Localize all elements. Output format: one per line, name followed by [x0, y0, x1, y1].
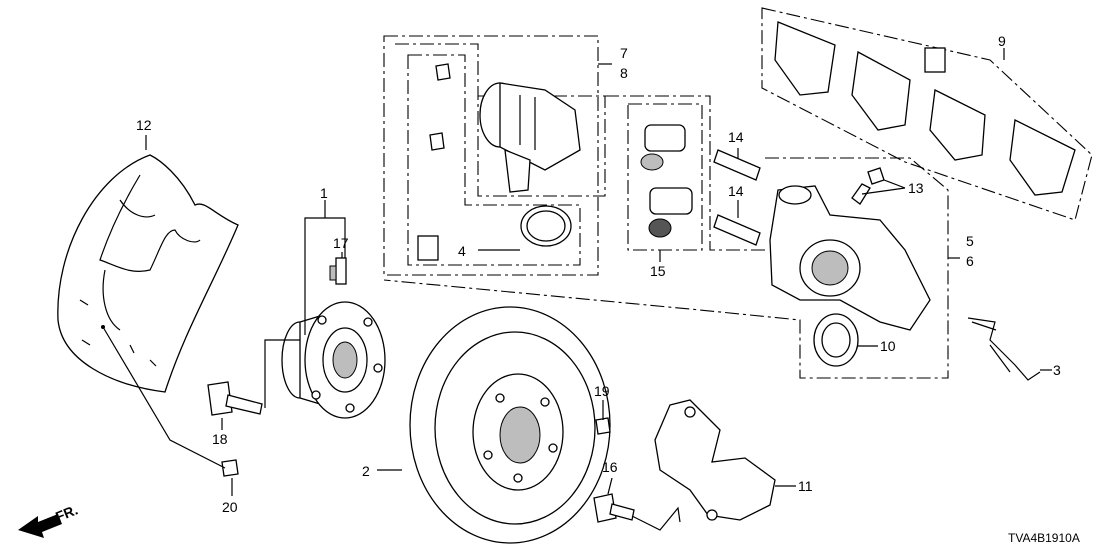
callout-2[interactable]: 2: [362, 463, 370, 479]
callout-13[interactable]: 13: [908, 180, 924, 196]
box-actuator: [395, 43, 606, 197]
callout-12[interactable]: 12: [136, 117, 152, 133]
callout-20[interactable]: 20: [222, 499, 238, 515]
hub-bolt: [329, 257, 347, 285]
caliper-bracket: [654, 399, 776, 521]
callout-6[interactable]: 6: [966, 253, 974, 269]
callout-4[interactable]: 4: [458, 243, 466, 259]
callout-8[interactable]: 8: [620, 65, 628, 81]
callout-16[interactable]: 16: [602, 459, 618, 475]
guide-pins: [713, 149, 761, 246]
actuator-kit: [417, 63, 572, 261]
disc-screw: [595, 417, 611, 435]
callout-3[interactable]: 3: [1053, 362, 1061, 378]
caliper-body: [769, 185, 931, 331]
group-boxes: [383, 7, 1093, 379]
box-small-kit: [407, 54, 581, 266]
direction-label: FR.: [53, 501, 80, 524]
piston-parts: [640, 124, 693, 238]
callout-7[interactable]: 7: [620, 45, 628, 61]
arrow-icon: [18, 514, 62, 538]
leader-lines: [102, 48, 1052, 531]
shield-screw: [221, 459, 239, 477]
callout-labels: 1 2 3 4 5 6 7 8 9 10 11 12 13 14 14 15 1…: [136, 33, 1061, 515]
callout-10[interactable]: 10: [880, 338, 896, 354]
bleeder-screw: [851, 167, 885, 205]
callout-14-lower[interactable]: 14: [728, 183, 744, 199]
bracket-bolt: [593, 493, 635, 523]
callout-17[interactable]: 17: [333, 235, 349, 251]
brake-pads: [774, 21, 1076, 196]
callout-19[interactable]: 19: [594, 383, 610, 399]
flange-bolt: [207, 381, 263, 416]
callout-15[interactable]: 15: [650, 263, 666, 279]
front-direction-arrow: FR.: [18, 501, 80, 538]
piston-seal: [813, 313, 859, 367]
pad-clip: [967, 317, 1041, 381]
splash-shield: [57, 154, 239, 393]
box-caliper-body: [383, 157, 949, 379]
box-caliper-kit: [383, 35, 599, 276]
callout-18[interactable]: 18: [212, 431, 228, 447]
brake-disc: [409, 306, 611, 544]
callout-1[interactable]: 1: [320, 185, 328, 201]
parking-actuator: [479, 82, 581, 193]
callout-11[interactable]: 11: [798, 478, 813, 494]
hub-bearing: [281, 301, 386, 419]
callout-14-upper[interactable]: 14: [728, 129, 744, 145]
diagram-code: TVA4B1910A: [1008, 531, 1080, 545]
callout-9[interactable]: 9: [998, 33, 1006, 49]
box-pads: [761, 7, 1093, 221]
box-piston-outer: [605, 95, 765, 251]
box-piston: [627, 103, 703, 251]
callout-5[interactable]: 5: [966, 233, 974, 249]
